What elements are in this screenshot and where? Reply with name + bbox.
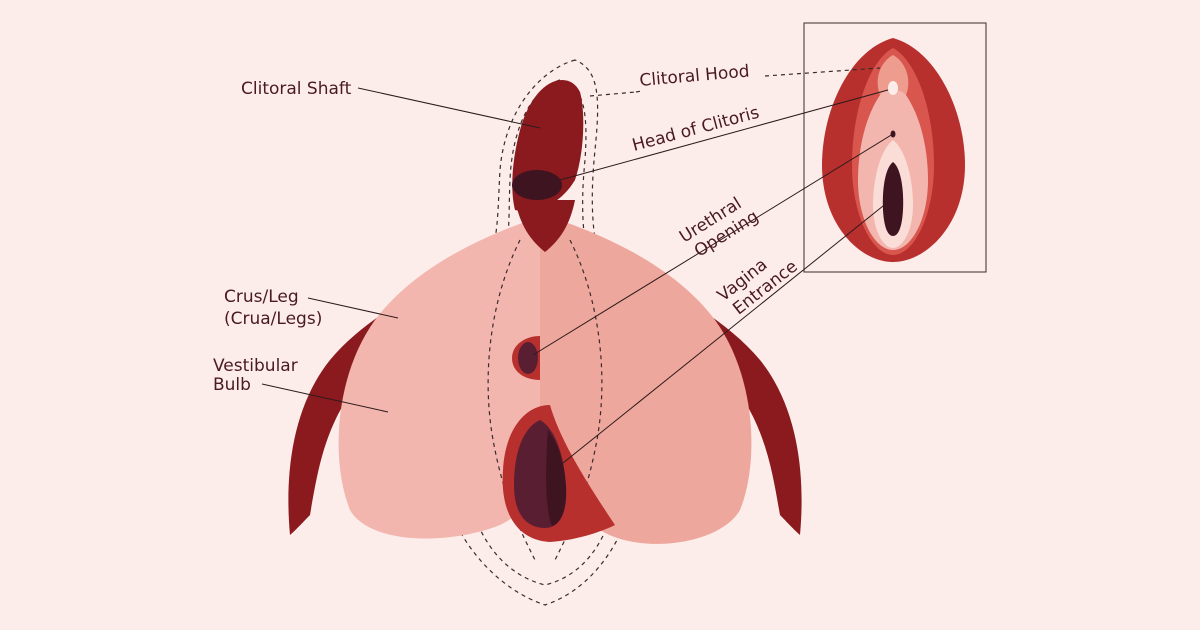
inner-dashed-outline [460,79,625,586]
inset-clitoral-hood [877,55,909,95]
head-of-clitoris-shape [512,170,562,200]
inset-external-view [803,22,987,273]
inset-vagina-entrance [882,162,904,236]
label-bulb-line1: Vestibular [213,356,298,376]
leader-vestibular-bulb [261,383,389,413]
leader-lines [261,67,894,464]
left-vestibular-bulb [338,215,555,539]
label-crus-line1: Crus/Leg [224,287,299,307]
leader-vagina-entrance [562,201,889,464]
leader-crus-leg [307,297,399,319]
vagina-entrance-shadow [546,430,566,526]
label-urethral-opening: Urethral Opening [676,194,762,262]
main-illustration [288,59,802,606]
inset-head-of-clitoris [888,81,898,95]
label-vagina-entrance: Vagina Entrance [714,255,802,319]
label-crus-line2: (Crua/Legs) [224,309,322,329]
leader-clitoral-hood [589,67,881,97]
label-clitoral-shaft: Clitoral Shaft [241,79,352,99]
label-clitoral-hood: Clitoral Hood [639,61,751,91]
inset-frame [803,22,987,273]
label-head-of-clitoris: Head of Clitoris [630,103,761,156]
leader-clitoral-shaft [357,87,541,129]
leader-clitoral-hood-ext [635,90,643,93]
urethral-opening-shape [518,342,538,374]
bulb-vein-left [487,239,536,561]
leader-urethral-opening [532,133,894,356]
shaft-neck [515,200,575,252]
leader-head-of-clitoris [559,89,889,181]
label-bulb-line2: Bulb [213,375,251,395]
outer-dashed-outline [433,59,644,606]
bulb-vein-right [554,239,603,561]
